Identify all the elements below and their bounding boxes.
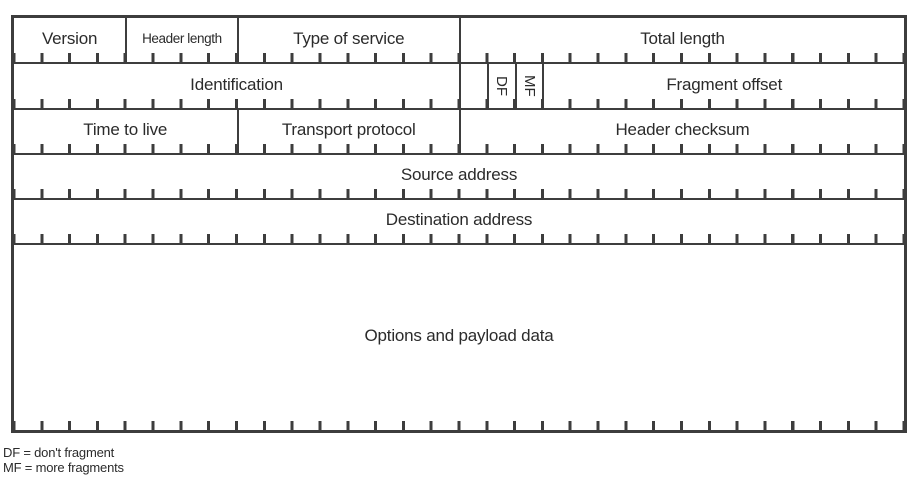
- ip-header-table: Version Header length Type of service To…: [11, 15, 907, 433]
- field-header-length: Header length: [125, 18, 236, 62]
- field-total-length: Total length: [459, 18, 904, 62]
- field-header-checksum: Header checksum: [459, 110, 904, 153]
- field-label: Total length: [640, 28, 725, 48]
- field-label: Source address: [400, 165, 518, 184]
- field-label: Version: [41, 28, 98, 48]
- field-label: Type of service: [293, 28, 405, 48]
- field-transport-protocol: Transport protocol: [236, 110, 460, 153]
- legend: DF = don't fragment MF = more fragments: [3, 445, 124, 475]
- field-type-of-service: Type of service: [236, 18, 460, 62]
- field-label: Fragment offset: [666, 74, 783, 94]
- field-version: Version: [14, 18, 125, 62]
- field-options-payload: Options and payload data: [14, 245, 904, 430]
- field-label: MF: [521, 75, 539, 97]
- field-label: Time to live: [83, 120, 168, 139]
- field-label: DF: [493, 76, 511, 96]
- field-reserved-flag: [459, 64, 487, 108]
- field-label: Header length: [142, 31, 222, 46]
- row-options-payload: Options and payload data: [14, 243, 904, 430]
- row-word-4: Source address: [14, 153, 904, 198]
- field-df-flag: DF: [486, 64, 515, 108]
- field-time-to-live: Time to live: [14, 110, 237, 153]
- legend-line-mf: MF = more fragments: [3, 460, 124, 475]
- field-mf-flag: MF: [514, 64, 543, 108]
- row-word-5: Destination address: [14, 198, 904, 243]
- field-label: Identification: [190, 74, 283, 94]
- field-identification: Identification: [14, 64, 459, 108]
- field-label: Destination address: [385, 210, 533, 229]
- row-word-3: Time to live Transport protocol Header c…: [14, 108, 904, 153]
- row-word-1: Version Header length Type of service To…: [14, 18, 904, 62]
- field-label: Header checksum: [615, 120, 750, 139]
- field-destination-address: Destination address: [14, 200, 904, 243]
- row-word-2: Identification DF MF Fragment offset: [14, 62, 904, 108]
- field-fragment-offset: Fragment offset: [542, 64, 904, 108]
- field-label: Transport protocol: [281, 120, 416, 139]
- field-label: Options and payload data: [364, 326, 554, 345]
- legend-line-df: DF = don't fragment: [3, 445, 115, 460]
- field-source-address: Source address: [14, 155, 904, 198]
